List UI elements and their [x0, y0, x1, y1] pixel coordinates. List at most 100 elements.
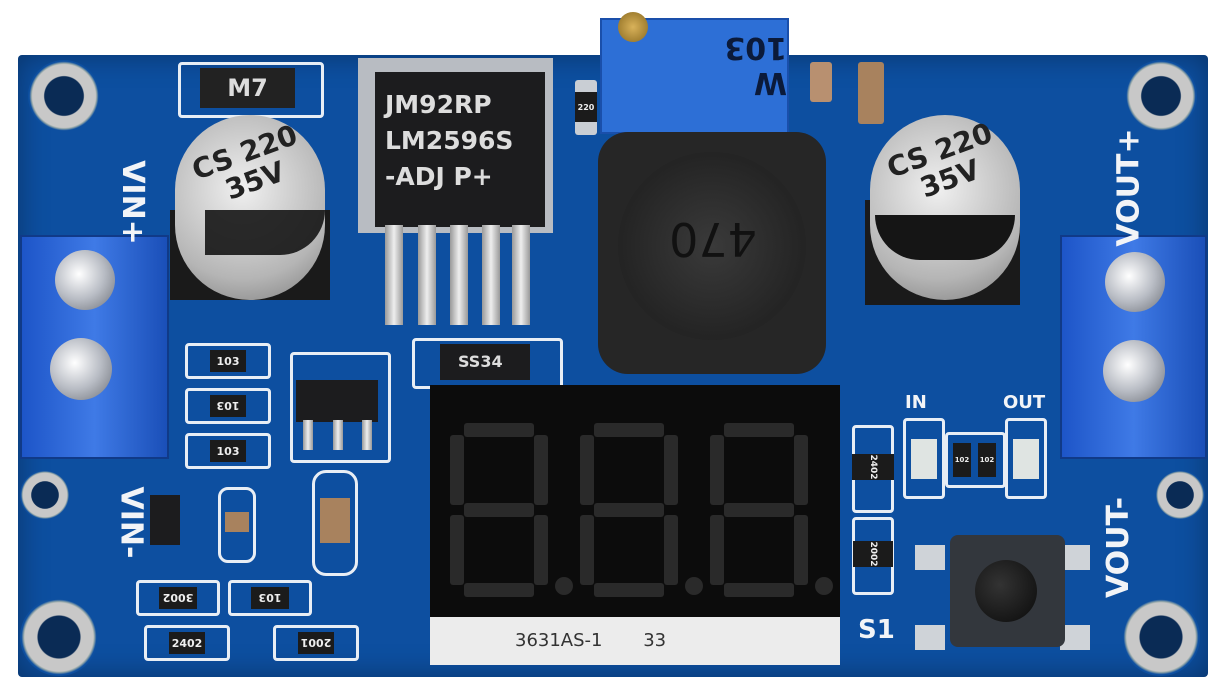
display-segment [594, 423, 664, 437]
display-segment [724, 423, 794, 437]
resistor: 2402 [144, 625, 230, 661]
pin [303, 420, 313, 450]
mounting-hole [20, 598, 98, 676]
display-segment [594, 503, 664, 517]
capacitor-smd [312, 470, 358, 576]
resistor-code: 2402 [169, 632, 205, 654]
label-led-in: IN [905, 392, 927, 413]
label-vin-plus: VIN+ [114, 160, 150, 245]
display-segment [794, 515, 808, 585]
resistor-code: 220 [575, 92, 597, 122]
trim-screw [618, 12, 648, 42]
resistor: 103 [185, 343, 271, 379]
polarity-stripe [205, 210, 325, 255]
led-out [1005, 418, 1047, 499]
resistor-code: 2002 [853, 541, 893, 567]
silk-outline [290, 352, 391, 463]
polarity-stripe [875, 215, 1015, 260]
inductor-core [618, 152, 806, 340]
display-part-number: 3631AS-1 [515, 630, 603, 651]
potentiometer-code: W 103 [724, 30, 787, 100]
display-segment [664, 435, 678, 505]
inductor-code: 470 [669, 212, 757, 266]
resistor: 2402 [852, 425, 894, 513]
display-segment [664, 515, 678, 585]
display-segment [580, 435, 594, 505]
label-vin-minus: VIN- [113, 486, 149, 559]
resistor-code: 103 [251, 587, 289, 609]
button-lead [915, 545, 945, 570]
label-vout-plus: VOUT+ [1111, 128, 1147, 247]
resistor-code: 3002 [159, 587, 197, 609]
capacitor-marking: CS 220 35V [878, 116, 1011, 213]
button-lead [915, 625, 945, 650]
resistor-code: 102 [978, 443, 996, 477]
mounting-hole [1155, 470, 1205, 520]
screw-terminal[interactable] [1103, 340, 1165, 402]
screw-terminal[interactable] [1105, 252, 1165, 312]
display-segment [450, 435, 464, 505]
label-switch: S1 [858, 615, 895, 645]
pin [333, 420, 343, 450]
inductor: 470 [598, 132, 826, 374]
display-segment [464, 503, 534, 517]
led-body [911, 439, 937, 479]
resistor: 3002 [136, 580, 220, 616]
pin [418, 225, 436, 325]
voltage-regulator-sot223 [296, 380, 378, 422]
mounting-hole [1122, 598, 1200, 676]
regulator-line2: LM2596S [385, 126, 514, 155]
display-segment [724, 583, 794, 597]
label-led-out: OUT [1003, 392, 1046, 413]
resistor-code: 103 [210, 350, 246, 372]
decimal-point [685, 577, 703, 595]
push-button-s1[interactable] [950, 535, 1065, 647]
pin [512, 225, 530, 325]
button-lead [1060, 625, 1090, 650]
regulator-line3: -ADJ P+ [385, 162, 493, 191]
mounting-hole [1125, 60, 1197, 132]
display-label-strip: 3631AS-1 33 [430, 617, 840, 665]
mounting-hole [28, 60, 100, 132]
button-cap[interactable] [975, 560, 1037, 622]
lm2596-regulator: JM92RP LM2596S -ADJ P+ [375, 72, 545, 227]
resistor: 103 [185, 388, 271, 424]
capacitor-marking: CS 220 35V [188, 118, 312, 214]
resistor: 2002 [852, 517, 894, 595]
display-segment [710, 515, 724, 585]
mounting-hole [20, 470, 70, 520]
resistor-code: 102 [953, 443, 971, 477]
display-segment [464, 583, 534, 597]
capacitor-smd [858, 62, 884, 124]
display-segment [724, 503, 794, 517]
resistor: 103 [185, 433, 271, 469]
label-vout-minus: VOUT- [1101, 496, 1137, 599]
resistor-code: 2402 [852, 454, 894, 480]
led-body [1013, 439, 1039, 479]
seven-segment-display: 3631AS-1 33 [430, 385, 840, 665]
display-segment [594, 583, 664, 597]
capacitor-right: CS 220 35V [870, 115, 1020, 300]
display-segment [534, 515, 548, 585]
screw-terminal[interactable] [55, 250, 115, 310]
capacitor-body [320, 498, 350, 543]
resistor-pair: 102 102 [945, 432, 1006, 488]
display-code: 33 [643, 630, 667, 651]
regulator-line1: JM92RP [385, 90, 492, 119]
capacitor-left: CS 220 35V [175, 115, 325, 300]
screw-terminal[interactable] [50, 338, 112, 400]
resistor-code: 2001 [298, 632, 334, 654]
capacitor-smd [810, 62, 832, 102]
display-segment [464, 423, 534, 437]
resistor: 103 [228, 580, 312, 616]
capacitor-body [225, 512, 249, 532]
display-segment [534, 435, 548, 505]
resistor: 2001 [273, 625, 359, 661]
transistor-sot23 [150, 495, 180, 545]
pin [482, 225, 500, 325]
pin [385, 225, 403, 325]
capacitor-smd [218, 487, 256, 563]
resistor-code: 103 [210, 440, 246, 462]
diode-m7: M7 [200, 68, 295, 108]
